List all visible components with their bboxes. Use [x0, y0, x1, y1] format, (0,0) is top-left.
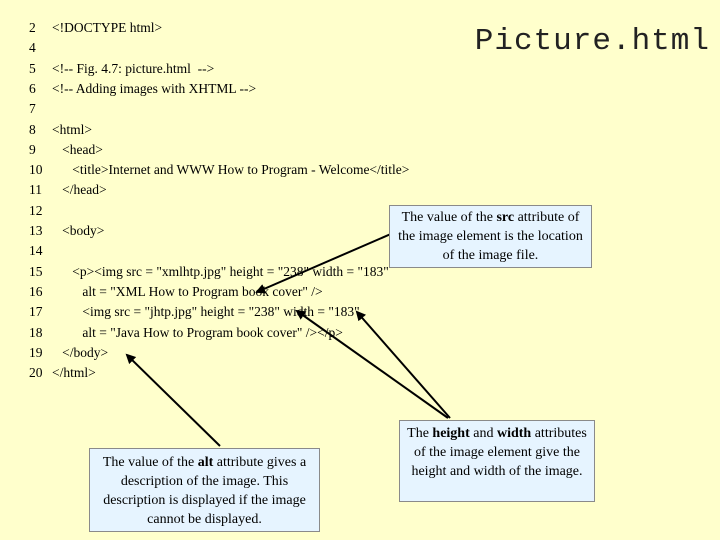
line-number: 9 [29, 141, 36, 157]
arrow-src [255, 229, 401, 294]
slide-title: Picture.html [474, 24, 710, 59]
line-number: 7 [29, 101, 36, 117]
line-number: 13 [29, 223, 43, 238]
callout-hw-keyword1: height [432, 426, 470, 441]
line-number: 5 [29, 60, 36, 76]
line-number: 18 [29, 324, 43, 340]
line-number: 15 [29, 263, 43, 279]
callout-src-keyword: src [496, 210, 515, 225]
line-number: 19 [29, 344, 43, 360]
line-number: 17 [29, 304, 43, 320]
code-text: </html> [52, 365, 96, 381]
arrow-alt [125, 353, 221, 447]
line-number: 12 [29, 202, 43, 218]
code-text: <img src = "jhtp.jpg" height = "238" wid… [52, 304, 360, 320]
line-number: 20 [29, 365, 43, 381]
callout-alt-post: attribute gives a description of the ima… [103, 455, 307, 527]
line-number: 14 [29, 243, 43, 259]
callout-hw-mid: and [469, 426, 497, 441]
callout-src-pre: The value of the [401, 210, 497, 225]
code-text: <html> [52, 121, 92, 137]
callout-alt-keyword: alt [197, 455, 214, 470]
code-text: </body> [52, 344, 109, 360]
line-number: 4 [29, 40, 36, 56]
line-number: 2 [29, 20, 36, 35]
callout-alt: The value of the alt attribute gives a d… [89, 448, 320, 532]
code-text: <head> [52, 141, 103, 157]
code-text: <!-- Fig. 4.7: picture.html --> [52, 60, 215, 76]
line-number: 11 [29, 182, 42, 198]
callout-src-post: attribute of the image element is the lo… [398, 210, 583, 263]
code-text: <p><img src = "xmlhtp.jpg" height = "238… [52, 263, 389, 279]
line-number: 8 [29, 121, 36, 137]
code-text: </head> [52, 182, 107, 198]
code-text: alt = "XML How to Program book cover" /> [52, 283, 323, 299]
callout-hw-pre: The [407, 426, 433, 441]
code-text: <!DOCTYPE html> [52, 20, 163, 35]
code-text: <title>Internet and WWW How to Program -… [52, 162, 410, 178]
code-text: <body> [52, 223, 105, 238]
callout-hw-keyword2: width [496, 426, 532, 441]
callout-src: The value of the src attribute of the im… [389, 205, 592, 268]
line-number: 10 [29, 162, 43, 178]
line-number: 6 [29, 80, 36, 96]
callout-hw-post: attributes of the image element give the… [411, 426, 587, 479]
callout-alt-pre: The value of the [102, 455, 198, 470]
line-number: 16 [29, 283, 43, 299]
arrow-width [355, 310, 451, 419]
callout-height-width: The height and width attributes of the i… [399, 420, 595, 502]
code-text: <!-- Adding images with XHTML --> [52, 80, 257, 96]
code-text: alt = "Java How to Program book cover" /… [52, 324, 343, 340]
